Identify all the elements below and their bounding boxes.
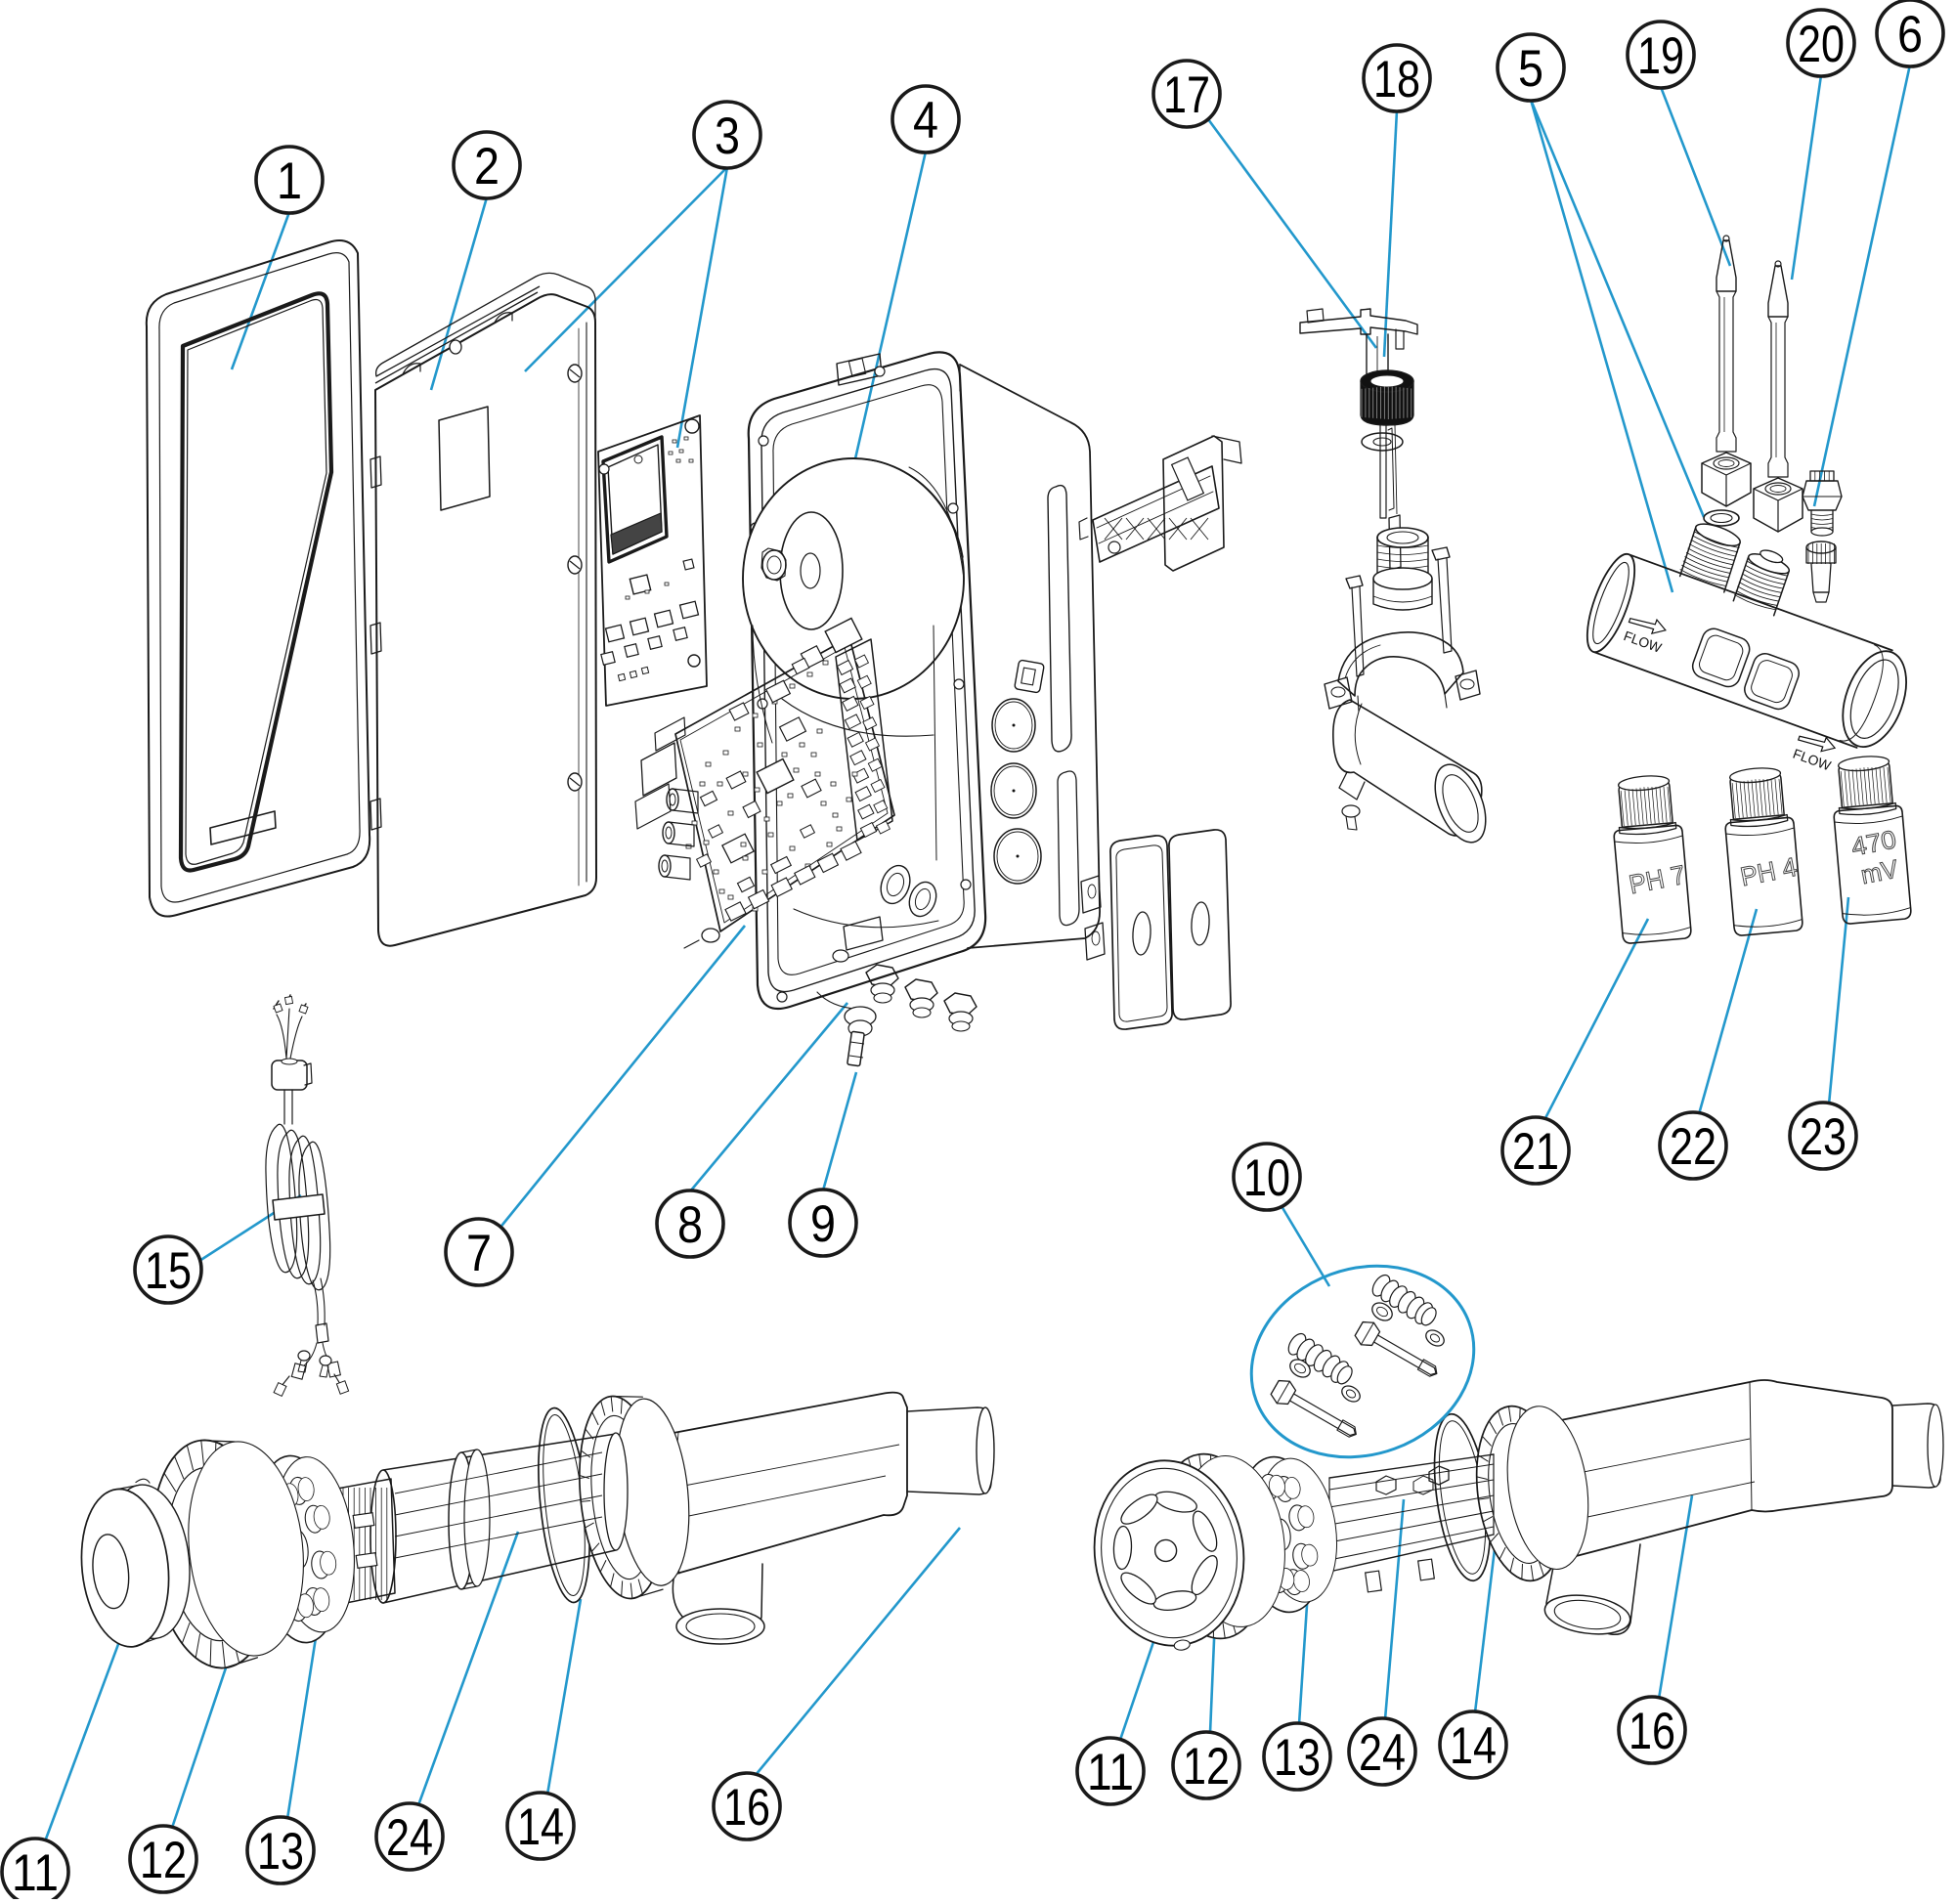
svg-text:3: 3: [715, 108, 740, 165]
svg-text:20: 20: [1798, 16, 1845, 73]
svg-text:13: 13: [257, 1823, 304, 1881]
svg-text:24: 24: [386, 1809, 433, 1867]
svg-text:6: 6: [1897, 6, 1923, 64]
svg-text:22: 22: [1670, 1118, 1716, 1176]
svg-text:11: 11: [12, 1844, 59, 1899]
svg-text:1: 1: [277, 152, 302, 210]
svg-text:16: 16: [1629, 1703, 1675, 1760]
svg-text:13: 13: [1274, 1729, 1321, 1787]
svg-text:15: 15: [145, 1242, 192, 1300]
svg-text:24: 24: [1359, 1724, 1406, 1782]
svg-text:17: 17: [1163, 66, 1210, 124]
svg-text:19: 19: [1637, 27, 1684, 85]
svg-text:23: 23: [1800, 1108, 1846, 1166]
svg-text:14: 14: [517, 1798, 564, 1856]
svg-text:18: 18: [1373, 51, 1420, 108]
svg-text:21: 21: [1512, 1123, 1559, 1181]
svg-text:12: 12: [1183, 1738, 1230, 1796]
svg-text:2: 2: [474, 138, 500, 195]
svg-text:5: 5: [1518, 40, 1543, 98]
svg-text:mV: mV: [1858, 853, 1901, 889]
svg-text:11: 11: [1087, 1744, 1134, 1801]
svg-text:4: 4: [913, 92, 938, 150]
svg-text:14: 14: [1450, 1717, 1497, 1775]
svg-text:16: 16: [723, 1779, 770, 1837]
svg-text:8: 8: [677, 1196, 703, 1254]
svg-text:9: 9: [810, 1195, 836, 1253]
svg-text:10: 10: [1243, 1149, 1290, 1207]
svg-text:7: 7: [466, 1225, 492, 1282]
svg-text:12: 12: [140, 1832, 187, 1889]
